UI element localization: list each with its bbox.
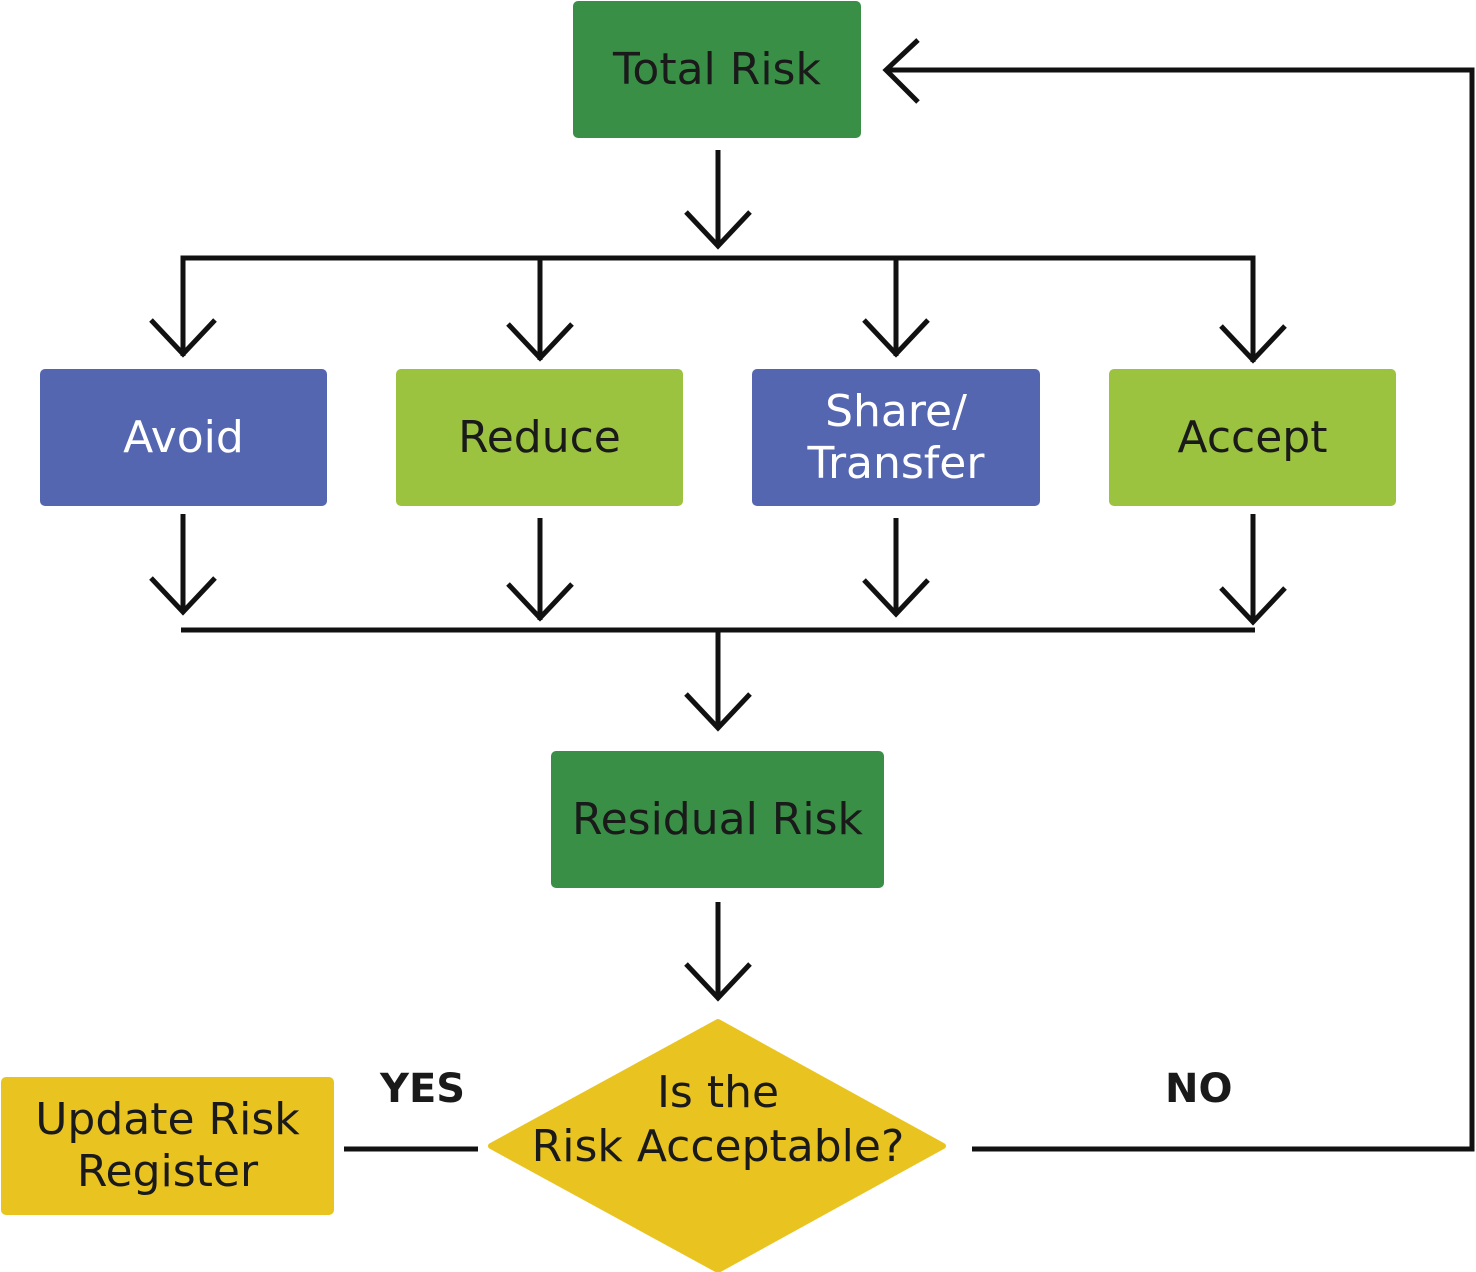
arrowhead-accept — [1219, 324, 1287, 364]
node-reduce: Reduce — [396, 369, 683, 506]
branch-bar — [180, 255, 1256, 362]
edge-label-yes: YES — [380, 1066, 466, 1112]
node-decision-label-line2: Risk Acceptable? — [531, 1121, 905, 1172]
arrowhead-down — [684, 210, 752, 250]
node-decision-label-line1: Is the — [656, 1067, 780, 1118]
node-reduce-label: Reduce — [458, 411, 621, 463]
arrowhead-residual — [684, 692, 752, 732]
node-accept-label: Accept — [1177, 411, 1328, 463]
node-share-transfer: Share/ Transfer — [752, 369, 1040, 506]
arrowhead-avoid-down — [149, 576, 217, 616]
node-avoid-label: Avoid — [123, 411, 244, 463]
node-update-label-line2: Register — [76, 1146, 259, 1197]
arrowhead-total — [882, 38, 920, 104]
node-update-risk-register: Update Risk Register — [1, 1077, 334, 1215]
node-update-label-line1: Update Risk — [35, 1094, 300, 1145]
node-residual-risk-label: Residual Risk — [571, 793, 863, 845]
node-avoid: Avoid — [40, 369, 327, 506]
arrowhead-share — [862, 318, 930, 358]
node-decision: Is the Risk Acceptable? — [490, 1066, 946, 1174]
edge-label-no: NO — [1165, 1066, 1233, 1112]
node-total-risk: Total Risk — [573, 1, 861, 138]
node-total-risk-label: Total Risk — [613, 43, 821, 95]
arrowhead-reduce — [506, 322, 574, 362]
arrowhead-avoid — [149, 318, 217, 358]
arrowhead-accept-down — [1219, 586, 1287, 626]
arrowhead-decision — [684, 962, 752, 1002]
node-share-label-line2: Transfer — [807, 437, 985, 489]
node-residual-risk: Residual Risk — [551, 751, 884, 888]
node-share-label-line1: Share/ — [825, 385, 967, 437]
arrowhead-reduce-down — [506, 582, 574, 622]
edge-no-loop — [886, 67, 1475, 1152]
arrowhead-share-down — [862, 578, 930, 618]
node-accept: Accept — [1109, 369, 1396, 506]
